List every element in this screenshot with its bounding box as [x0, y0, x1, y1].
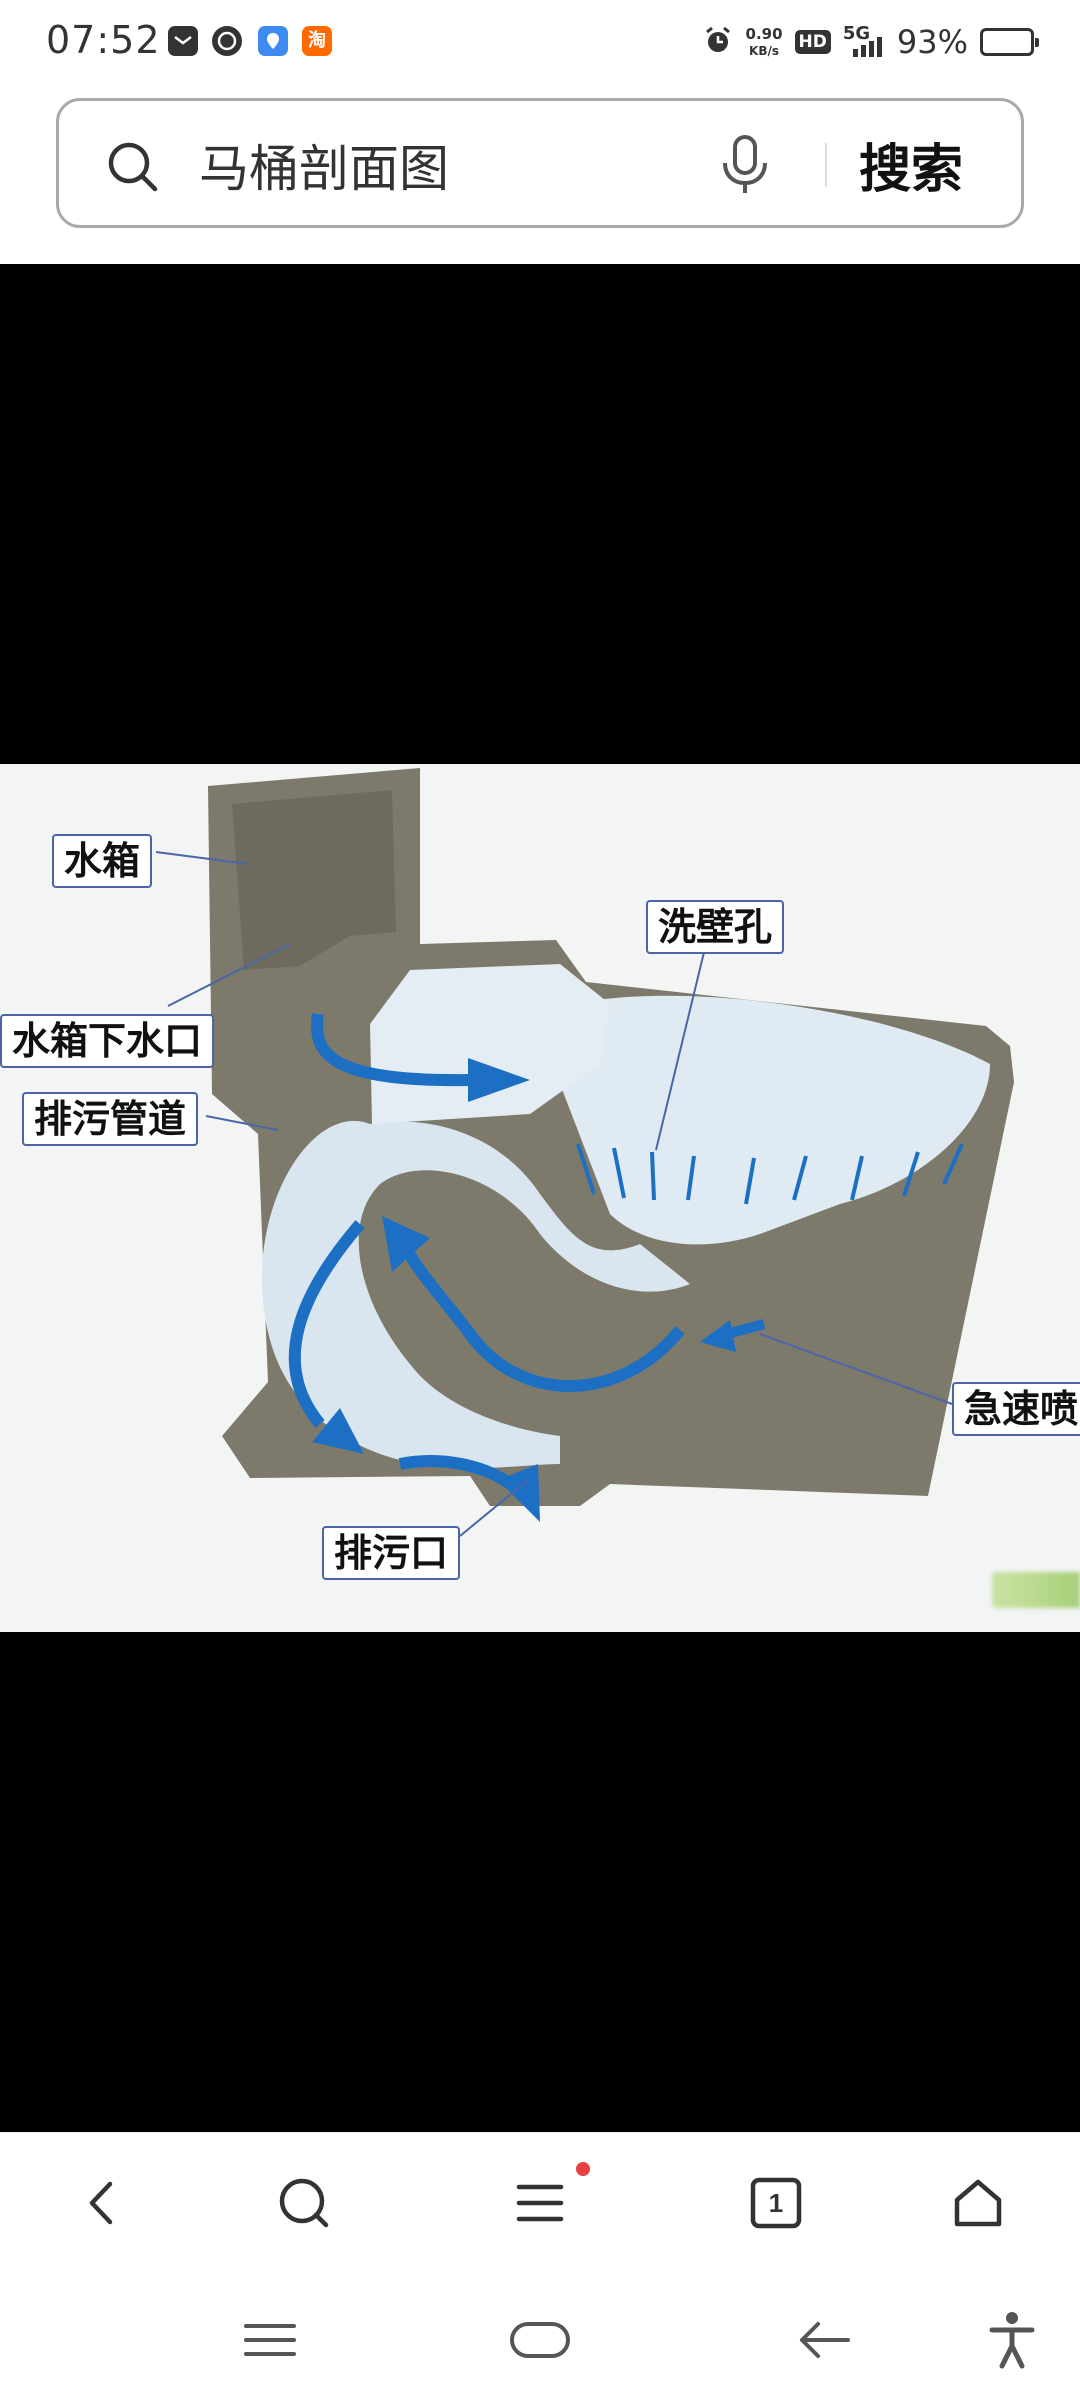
flow-arrow-down [288, 1220, 365, 1428]
status-indicators: 0.90 KB/s HD 5G 93% [702, 20, 1039, 64]
label-drain-pipe: 排污管道 [22, 1092, 199, 1146]
clock: 07:52 [46, 18, 161, 62]
hd-badge: HD [794, 30, 831, 54]
tabs-icon[interactable]: 1 [746, 2173, 806, 2233]
flow-arrowhead-tank [468, 1058, 530, 1102]
network-type: 5G [842, 23, 871, 44]
taobao-icon: 淘 [302, 26, 332, 56]
toilet-illustration [155, 768, 1014, 1537]
search-box[interactable]: 马桶剖面图 搜索 [56, 98, 1024, 228]
battery-percent: 93% [896, 23, 968, 61]
label-tank-outlet: 水箱下水口 [0, 1014, 215, 1068]
signal-bars-icon [852, 37, 882, 57]
label-drain-outlet: 排污口 [322, 1526, 461, 1580]
rim-jet-arrows [576, 1143, 964, 1205]
callout-lines [155, 851, 953, 1537]
back-arrow-icon[interactable] [792, 2308, 856, 2372]
search-divider [825, 143, 827, 187]
search-icon [105, 139, 161, 199]
blurred-watermark [992, 1572, 1080, 1608]
network-speed-unit: KB/s [749, 43, 780, 58]
trapway-porcelain [261, 1120, 690, 1469]
menu-notification-dot [576, 2162, 590, 2176]
image-viewer[interactable]: 水箱 水箱下水口 洗壁孔 排污管道 急速喷 排污口 [0, 264, 1080, 2132]
flow-arrowhead-jet [700, 1320, 736, 1352]
toilet-cross-section-image[interactable]: 水箱 水箱下水口 洗壁孔 排污管道 急速喷 排污口 [0, 764, 1080, 1632]
microphone-icon[interactable] [719, 135, 771, 201]
flow-arrowhead-down [312, 1408, 364, 1454]
flow-arrow-up [394, 1231, 685, 1392]
mail-icon [168, 26, 198, 56]
home-pill-icon[interactable] [508, 2308, 572, 2372]
menu-icon[interactable] [510, 2173, 570, 2233]
flow-arrow-tank [311, 1013, 471, 1087]
battery-icon [980, 28, 1039, 56]
flow-arrowhead-up [382, 1216, 430, 1272]
home-icon[interactable] [948, 2173, 1008, 2233]
browser-toolbar: 1 [0, 2132, 1080, 2272]
network-speed-value: 0.90 [745, 24, 783, 43]
label-tank: 水箱 [52, 834, 153, 888]
network-speed: 0.90 KB/s [746, 26, 783, 59]
status-bar: 07:52 淘 0.90 KB/s HD 5G 93% [0, 0, 1080, 86]
recent-apps-icon[interactable] [238, 2308, 302, 2372]
back-icon[interactable] [72, 2173, 132, 2233]
search-icon[interactable] [274, 2173, 334, 2233]
system-navigation-bar [0, 2272, 1080, 2408]
label-jet: 急速喷 [952, 1382, 1080, 1436]
location-icon [258, 26, 288, 56]
accessibility-icon[interactable] [980, 2308, 1044, 2372]
search-input[interactable]: 马桶剖面图 [199, 140, 449, 198]
cellular-signal: 5G [842, 23, 885, 59]
hand-icon [212, 26, 242, 56]
alarm-icon [702, 24, 734, 60]
tab-count: 1 [768, 2187, 784, 2218]
search-header: 马桶剖面图 搜索 [0, 86, 1080, 264]
label-rim-holes: 洗壁孔 [646, 900, 785, 954]
tank-interior [232, 790, 396, 970]
flow-arrowhead-outlet [498, 1464, 540, 1522]
search-button[interactable]: 搜索 [859, 127, 963, 202]
